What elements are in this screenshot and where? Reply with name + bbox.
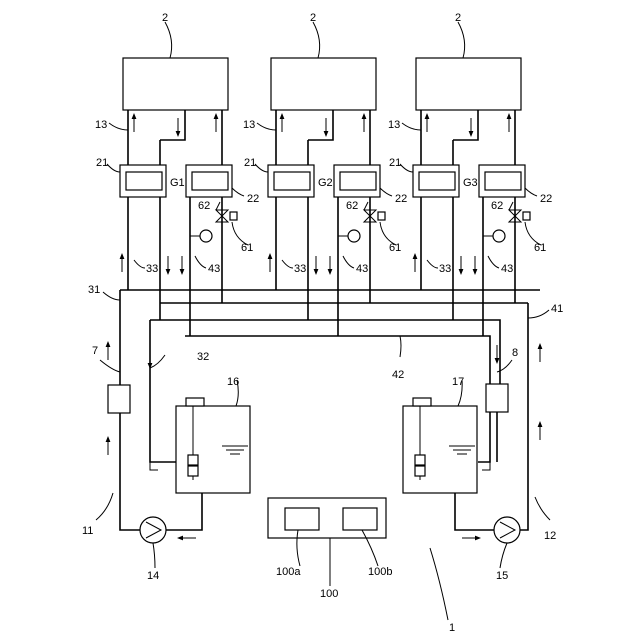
label-62: 62 — [491, 200, 503, 212]
label-13: 13 — [243, 119, 255, 131]
valve-actuator — [378, 212, 385, 220]
label-1: 1 — [449, 622, 455, 634]
label-43: 43 — [356, 263, 368, 275]
tank-left — [176, 398, 250, 493]
tank-right — [403, 398, 477, 493]
gasket-return-inner — [192, 172, 228, 190]
label-group: G3 — [463, 177, 478, 189]
label-61: 61 — [241, 242, 253, 254]
unit-3: 2 13 21G3 22 62 61 33 43 — [388, 12, 552, 336]
label-fuel-cell-unit: 2 — [455, 12, 461, 24]
label-21: 21 — [96, 157, 108, 169]
sensor-icon — [200, 230, 212, 242]
label-21: 21 — [244, 157, 256, 169]
label-100: 100 — [320, 588, 338, 600]
filter-left — [108, 385, 130, 413]
label-fuel-cell-unit: 2 — [310, 12, 316, 24]
gasket-supply-inner — [126, 172, 162, 190]
label-31: 31 — [88, 284, 100, 296]
label-13: 13 — [95, 119, 107, 131]
sensor-icon — [493, 230, 505, 242]
controller — [268, 498, 386, 538]
label-43: 43 — [501, 263, 513, 275]
label-61: 61 — [534, 242, 546, 254]
fuel-cell-box — [271, 58, 376, 110]
label-7: 7 — [92, 345, 98, 357]
unit-2: 2 13 21G2 22 62 61 33 43 — [243, 12, 407, 336]
label-62: 62 — [198, 200, 210, 212]
label-15: 15 — [496, 570, 508, 582]
label-22: 22 — [540, 193, 552, 205]
label-16: 16 — [227, 376, 239, 388]
label-group: G1 — [170, 177, 185, 189]
fuel-cell-box — [416, 58, 521, 110]
label-100b: 100b — [368, 566, 392, 578]
gasket-return-inner — [340, 172, 376, 190]
label-100a: 100a — [276, 566, 301, 578]
label-43: 43 — [208, 263, 220, 275]
label-33: 33 — [146, 263, 158, 275]
sensor-icon — [348, 230, 360, 242]
gasket-supply-inner — [274, 172, 310, 190]
filter-right — [486, 384, 508, 412]
pump-left — [140, 517, 166, 543]
fuel-cell-box — [123, 58, 228, 110]
label-62: 62 — [346, 200, 358, 212]
pump-right — [494, 517, 520, 543]
label-13: 13 — [388, 119, 400, 131]
gasket-return-inner — [485, 172, 521, 190]
gasket-supply-inner — [419, 172, 455, 190]
valve-actuator — [523, 212, 530, 220]
label-21: 21 — [389, 157, 401, 169]
label-33: 33 — [439, 263, 451, 275]
label-14: 14 — [147, 570, 159, 582]
label-group: G2 — [318, 177, 333, 189]
unit-inner-return-pipe — [308, 110, 338, 336]
unit-inner-return-pipe — [453, 110, 483, 336]
return-main-right-pipe — [520, 303, 528, 530]
label-32: 32 — [197, 351, 209, 363]
unit-inner-return-pipe — [160, 110, 190, 336]
leader-lines — [96, 292, 550, 620]
label-11: 11 — [82, 525, 93, 537]
pump-left-outlet-pipe — [166, 493, 202, 530]
label-61: 61 — [389, 242, 401, 254]
label-33: 33 — [294, 263, 306, 275]
label-41: 41 — [551, 303, 563, 315]
label-8: 8 — [512, 347, 518, 359]
fuel-cell-units: 2 13 21G1 22 62 61 33 43 2 13 21G2 22 62 61 33 43 2 13 21G… — [95, 12, 552, 336]
label-42: 42 — [392, 369, 404, 381]
label-fuel-cell-unit: 2 — [162, 12, 168, 24]
label-22: 22 — [247, 193, 259, 205]
unit-1: 2 13 21G1 22 62 61 33 43 — [95, 12, 259, 336]
return-manifold-left-pipe — [150, 320, 176, 462]
label-12: 12 — [544, 530, 556, 542]
pump-right-outlet-pipe — [455, 493, 494, 530]
label-22: 22 — [395, 193, 407, 205]
label-17: 17 — [452, 376, 464, 388]
valve-actuator — [230, 212, 237, 220]
